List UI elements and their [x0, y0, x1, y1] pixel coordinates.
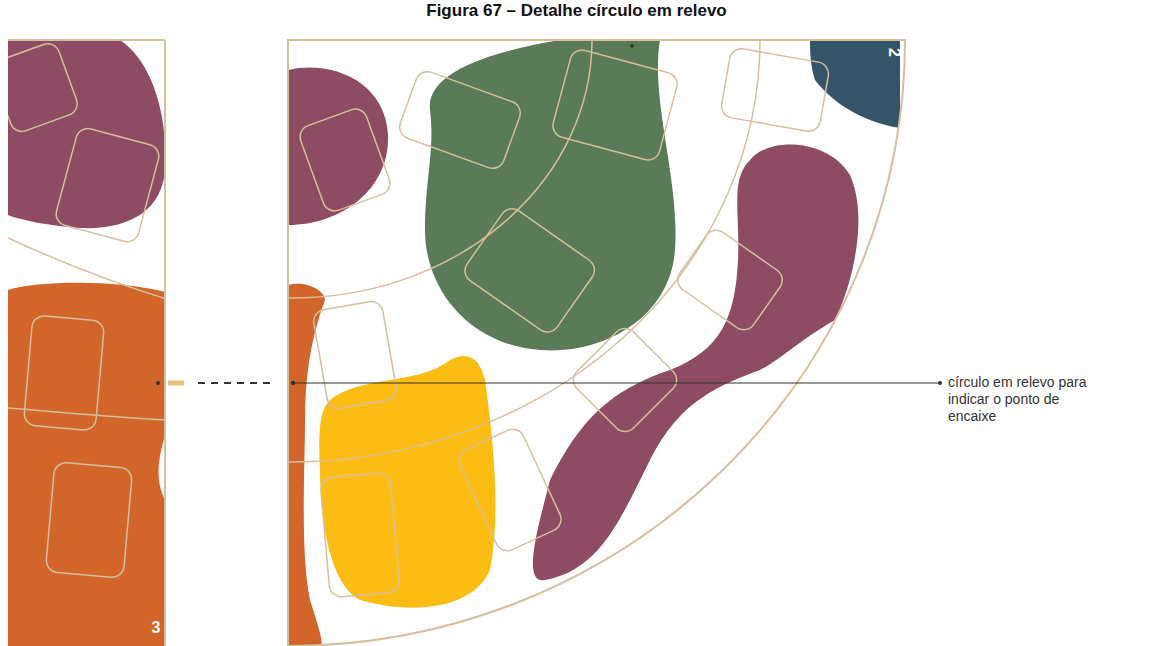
piece-number: 2	[886, 43, 903, 63]
figure-title: Figura 67 – Detalhe círculo em relevo	[0, 1, 1153, 21]
leader-line	[156, 381, 942, 385]
callout-text: círculo em relevo para indicar o ponto d…	[948, 374, 1090, 425]
left-piece	[8, 40, 165, 646]
piece-number: 3	[148, 619, 164, 636]
right-piece	[288, 40, 900, 646]
